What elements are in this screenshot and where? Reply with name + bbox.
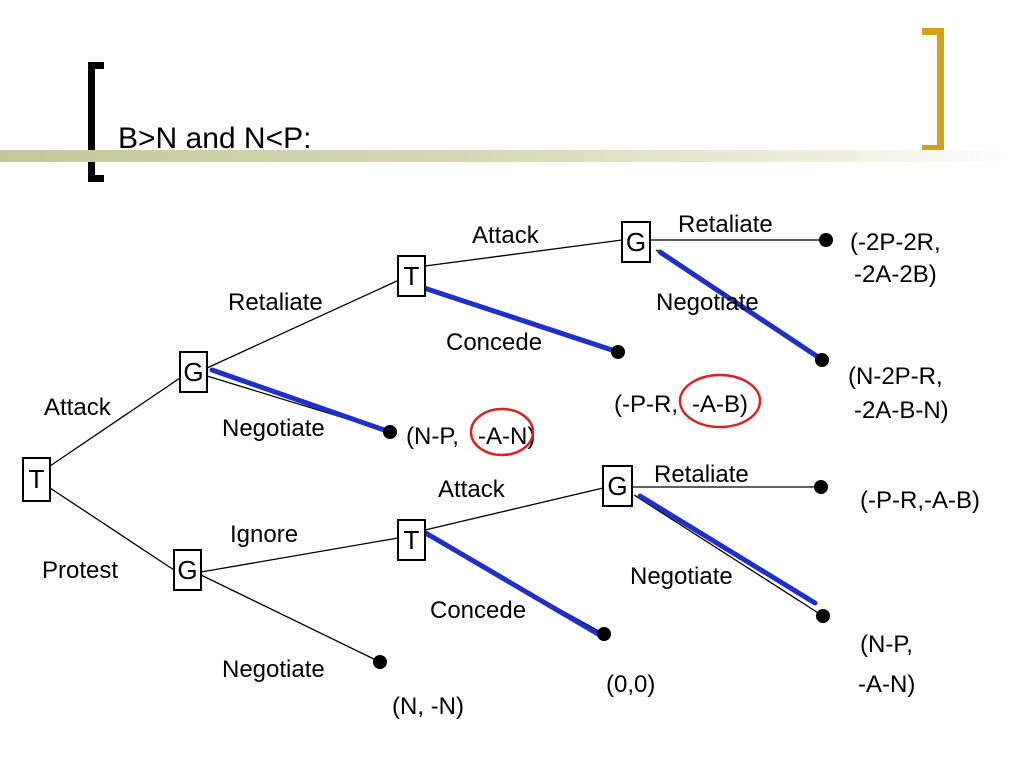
node-g-attack: G: [179, 351, 208, 393]
payoff-top-negotiate: -2A-B-N): [854, 397, 949, 424]
edge-ignore: [200, 537, 399, 573]
edge-label-protest: Protest: [42, 557, 118, 584]
edge-label-negotiate-top: Negotiate: [222, 415, 325, 442]
edge-negotiate-bottom: [200, 574, 381, 663]
payoff-top-retaliate: (-2P-2R,: [850, 229, 941, 256]
equilibrium-path-negotiate-top-right: [657, 249, 821, 360]
svg-text:T: T: [404, 525, 420, 555]
edge-label-retaliate-top: Retaliate: [678, 211, 773, 238]
equilibrium-path-negotiate-bottom-right: [637, 493, 818, 606]
edge-label-concede-bottom: Concede: [430, 597, 526, 624]
edge-retaliate: [206, 279, 400, 369]
edge-protest: [49, 487, 175, 571]
edge-label-concede-top: Concede: [446, 329, 542, 356]
node-g-attack-top: G: [621, 221, 651, 263]
payoff-bottom-negotiate: (N-P,: [860, 631, 913, 658]
edge-label-attack-bottom: Attack: [438, 476, 506, 503]
payoff-bottom-negotiate: -A-N): [858, 671, 915, 698]
terminal-dot: [815, 353, 829, 367]
terminal-dot: [597, 627, 611, 641]
svg-text:T: T: [29, 464, 45, 494]
payoff-concede-top: (-P-R,: [614, 391, 678, 418]
node-t-ignore: T: [397, 519, 426, 561]
edge-negotiate-bottom-right: [633, 494, 824, 617]
svg-text:T: T: [404, 261, 420, 291]
payoff-protest-negotiate: (N, -N): [392, 693, 464, 720]
terminal-dot: [611, 345, 625, 359]
edge-label-attack-top: Attack: [472, 222, 540, 249]
edge-label-retaliate: Retaliate: [228, 289, 323, 316]
equilibrium-path-negotiate-top: [209, 367, 393, 435]
edge-label-negotiate-bottom-right: Negotiate: [630, 563, 733, 590]
svg-text:G: G: [177, 555, 197, 585]
payoff-top-retaliate: -2A-2B): [854, 261, 937, 288]
payoff-concede-top-highlight: -A-B): [692, 391, 748, 418]
node-root: T: [22, 457, 51, 502]
terminal-dot: [373, 655, 387, 669]
edge-label-retaliate-bottom: Retaliate: [654, 461, 749, 488]
payoff-negotiate-left: (N-P,: [406, 423, 459, 450]
highlight-circle: [678, 373, 762, 429]
terminal-dot: [819, 233, 833, 247]
payoff-concede-bottom: (0,0): [606, 671, 655, 698]
title-left-bracket: [88, 62, 104, 182]
terminal-dot: [814, 480, 828, 494]
equilibrium-path-concede-top: [415, 283, 615, 353]
equilibrium-path-concede-bottom: [421, 529, 601, 637]
payoff-top-negotiate: (N-2P-R,: [848, 363, 943, 390]
svg-text:G: G: [607, 471, 627, 501]
node-g-protest: G: [173, 549, 202, 591]
terminal-dot: [816, 609, 830, 623]
edge-label-ignore: Ignore: [230, 521, 298, 548]
slide-title: B>N and N<P:: [118, 122, 312, 155]
highlight-circle: [469, 407, 535, 457]
payoff-bottom-retaliate: (-P-R,-A-B): [860, 487, 980, 514]
terminal-dot: [383, 425, 397, 439]
edge-attack-bottom: [424, 487, 604, 531]
title-right-bracket: [922, 28, 944, 152]
edge-label-attack: Attack: [44, 394, 112, 421]
svg-text:G: G: [183, 357, 203, 387]
title-rule: [0, 150, 1024, 162]
edge-label-negotiate-top-right: Negotiate: [656, 289, 759, 316]
svg-text:G: G: [626, 227, 646, 257]
edge-attack: [49, 377, 181, 467]
node-t-retaliate: T: [397, 255, 426, 297]
edge-attack-top: [424, 239, 623, 267]
node-g-attack-bottom: G: [602, 465, 633, 507]
edge-label-negotiate-bottom: Negotiate: [222, 656, 325, 683]
